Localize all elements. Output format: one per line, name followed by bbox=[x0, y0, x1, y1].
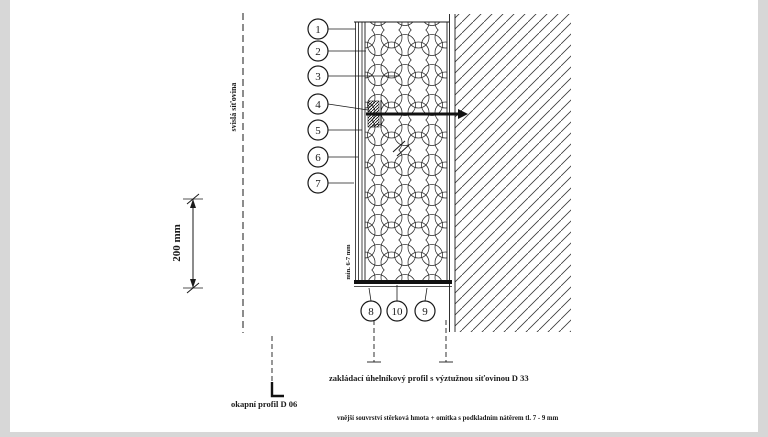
callout-6-number: 6 bbox=[315, 152, 321, 164]
callout-2: 2 bbox=[307, 40, 329, 62]
callout-8-number: 8 bbox=[368, 306, 374, 318]
callout-4-number: 4 bbox=[315, 99, 321, 111]
base-angle-profile bbox=[354, 280, 452, 287]
render-layers bbox=[355, 22, 363, 282]
vertical-mesh-label: svislá síťovina bbox=[229, 83, 238, 132]
callout-7: 7 bbox=[307, 172, 329, 194]
callout-10-number: 10 bbox=[392, 306, 404, 318]
masonry-wall-hatch bbox=[449, 14, 571, 332]
drip-profile-label: okapní profil D 06 bbox=[231, 399, 297, 409]
min-thickness-label: min. 6-7 mm bbox=[345, 244, 352, 280]
callout-1-number: 1 bbox=[315, 24, 321, 36]
callout-5: 5 bbox=[307, 119, 329, 141]
callout-leader-lines bbox=[327, 28, 400, 184]
callout-1: 1 bbox=[307, 18, 329, 40]
outer-coat-label: vnější souvrství stěrková hmota + omítka… bbox=[337, 415, 559, 422]
callout-8: 8 bbox=[360, 300, 382, 322]
anchor-arrowhead bbox=[458, 109, 468, 119]
callout-9: 9 bbox=[414, 300, 436, 322]
insulation-diagonal-mark bbox=[392, 140, 410, 157]
callout-7-number: 7 bbox=[315, 178, 321, 190]
callout-9-number: 9 bbox=[422, 306, 428, 318]
callout-6: 6 bbox=[307, 146, 329, 168]
callout-5-number: 5 bbox=[315, 125, 321, 137]
callout-3: 3 bbox=[307, 65, 329, 87]
dimension-200mm: 200 mm bbox=[171, 193, 203, 294]
callout-10: 10 bbox=[386, 300, 408, 322]
dimension-200mm-label: 200 mm bbox=[171, 224, 183, 262]
anchor-dowel bbox=[366, 100, 468, 128]
callout-4: 4 bbox=[307, 93, 329, 115]
callout-3-number: 3 bbox=[315, 71, 321, 83]
callout-bottom-leaders bbox=[368, 285, 428, 302]
callout-2-number: 2 bbox=[315, 46, 321, 58]
base-profile-label: zakládací úhelníkový profil s výztužnou … bbox=[329, 373, 529, 383]
vertical-mesh-line: svislá síťovina bbox=[229, 13, 244, 333]
drip-profile-leader bbox=[270, 336, 284, 398]
base-profile-bracket bbox=[367, 320, 453, 363]
insulation-layer bbox=[354, 21, 449, 282]
